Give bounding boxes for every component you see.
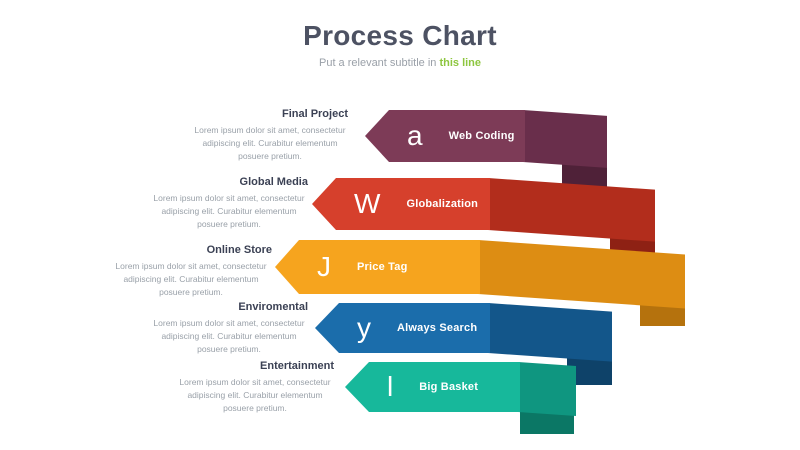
- banner-label: Big Basket: [419, 381, 479, 393]
- row-heading: Final Project: [281, 108, 348, 120]
- page-title: Process Chart: [303, 20, 497, 51]
- row-text-block: Global Media Lorem ipsum dolor sit amet,…: [150, 176, 308, 230]
- banner-label: Web Coding: [448, 130, 515, 142]
- row-heading: Enviromental: [238, 301, 308, 313]
- banner-letter: y: [357, 312, 371, 343]
- banner-letter: J: [317, 251, 331, 282]
- banner-label: Always Search: [397, 322, 478, 334]
- banner-extension: [488, 178, 655, 242]
- arrow-banner: a Web Coding: [365, 110, 525, 162]
- banner-extension: [518, 362, 576, 417]
- row-description: Lorem ipsum dolor sit amet, consectetur …: [179, 377, 331, 413]
- row-description: Lorem ipsum dolor sit amet, consectetur …: [115, 261, 267, 297]
- row-heading: Global Media: [239, 176, 308, 188]
- row-heading: Entertainment: [260, 360, 334, 372]
- banner-letter: W: [354, 188, 381, 219]
- banner-letter: l: [387, 371, 394, 402]
- banner-extension: [523, 110, 607, 168]
- banner-letter: a: [407, 120, 423, 151]
- row-text-block: Final Project Lorem ipsum dolor sit amet…: [192, 108, 348, 162]
- row-description: Lorem ipsum dolor sit amet, consectetur …: [153, 318, 305, 354]
- row-description: Lorem ipsum dolor sit amet, consectetur …: [153, 193, 305, 229]
- arrow-banner: y Always Search: [315, 303, 490, 353]
- banner-label: Globalization: [406, 198, 479, 210]
- row-text-block: Entertainment Lorem ipsum dolor sit amet…: [176, 360, 334, 414]
- row-text-block: Enviromental Lorem ipsum dolor sit amet,…: [150, 301, 308, 355]
- banner-extension: [488, 303, 612, 362]
- banner-label: Price Tag: [357, 261, 408, 273]
- slide-header: Process Chart Put a relevant subtitle in…: [0, 20, 800, 69]
- arrow-banner: l Big Basket: [345, 362, 520, 412]
- row-heading: Online Store: [206, 244, 272, 256]
- subtitle-text: Put a relevant subtitle in: [318, 57, 440, 69]
- subtitle-highlight: this line: [439, 57, 482, 69]
- row-text-block: Online Store Lorem ipsum dolor sit amet,…: [110, 244, 272, 298]
- arrow-banner: J Price Tag: [275, 240, 480, 294]
- arrow-banner: W Globalization: [312, 178, 490, 230]
- page-subtitle: Put a relevant subtitle in this line: [0, 57, 800, 69]
- row-description: Lorem ipsum dolor sit amet, consectetur …: [194, 125, 346, 161]
